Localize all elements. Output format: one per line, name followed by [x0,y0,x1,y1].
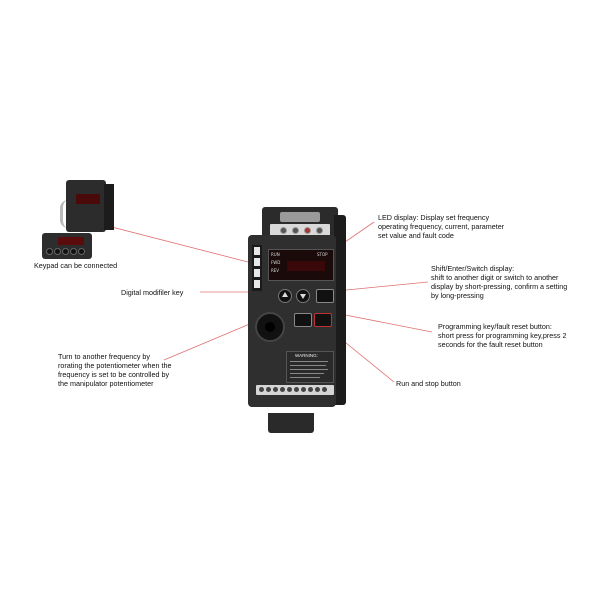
brand-logo [252,245,262,291]
label-programming-key: Programming key/fault reset button: shor… [438,322,567,349]
external-keypad-image [42,233,92,259]
mini-drive-image [60,180,116,238]
leader-line-keypad [99,223,253,264]
terminal-block [256,385,334,395]
keypad-buttons [268,285,334,307]
down-button[interactable] [296,289,310,303]
potentiometer-knob[interactable] [255,312,285,342]
programming-button[interactable] [314,313,332,327]
vfd-device-image: RUN FWD REV STOP WARNING: [248,207,346,433]
label-potentiometer: Turn to another frequency by rorating th… [58,352,172,388]
label-run-stop: Run and stop button [396,379,461,388]
label-keypad: Keypad can be connected [34,261,118,270]
label-led-display: LED display: Display set frequency opera… [378,213,505,240]
shift-enter-button[interactable] [316,289,334,303]
led-display: RUN FWD REV STOP [268,249,334,281]
up-button[interactable] [278,289,292,303]
warning-label: WARNING: [286,351,334,383]
run-stop-button[interactable] [294,313,312,327]
label-shift-key: Shift/Enter/Switch display: shift to ano… [431,264,568,300]
label-digital-key: Digital modifiler key [121,288,184,297]
